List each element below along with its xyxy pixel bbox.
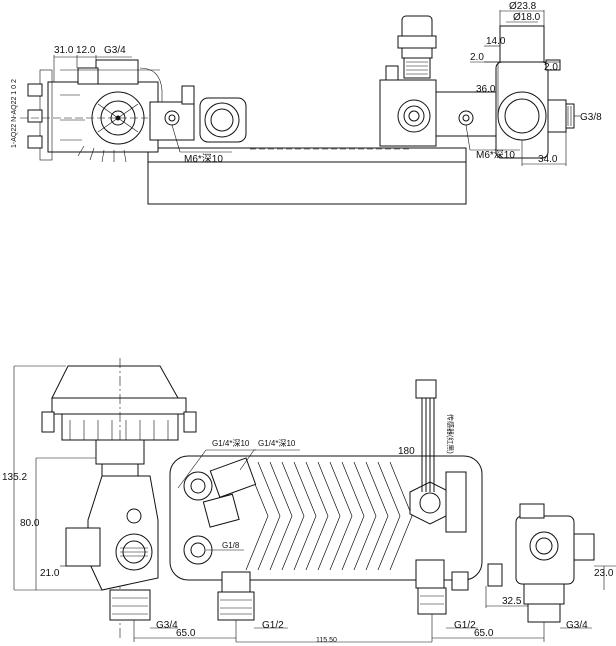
dim-34-label: 34.0 <box>538 154 558 165</box>
bottom-view: 传感器(红黑) 135.2 80.0 21.0 23.0 180 <box>2 358 616 644</box>
dim-2a-label: 2.0 <box>470 52 484 63</box>
top-right-view: Ø23.8 Ø18.0 14.0 2.0 2.0 36.0 G3/8 34.0 … <box>379 1 602 166</box>
dim-65b-label: 65.0 <box>474 628 494 639</box>
dim-65a-label: 65.0 <box>176 628 196 639</box>
dim-2b-label: 2.0 <box>544 62 558 73</box>
bolt-right-label: M6*深10 <box>476 149 515 161</box>
dim-31-label: 31.0 <box>54 45 74 56</box>
bolt-left-label: M6*深10 <box>184 153 223 165</box>
thread-g12a-label: G1/2 <box>262 620 284 631</box>
right-valve-body <box>379 79 437 147</box>
thread-g12b-label: G1/2 <box>454 620 476 631</box>
dim-11550-label: 115.50 <box>316 637 337 644</box>
dim-180-label: 180 <box>398 446 415 457</box>
valve-body <box>47 81 159 153</box>
dim-135-label: 135.2 <box>2 472 27 483</box>
thread-g14b-label: G1/4*深10 <box>258 439 296 448</box>
base-plate <box>147 147 467 205</box>
thread-g34a-label: G3/4 <box>156 620 178 631</box>
thread-g34b-label: G3/4 <box>566 620 588 631</box>
dim-36-label: 36.0 <box>476 84 496 95</box>
thread-g14a-label: G1/4*深10 <box>212 439 250 448</box>
thread-g18-label: G1/8 <box>222 541 240 550</box>
dim-325-label: 32.5 <box>502 596 522 607</box>
dim-12-label: 12.0 <box>76 45 96 56</box>
dim-14-label: 14.0 <box>486 36 506 47</box>
actuator-head <box>51 365 179 399</box>
dim-d238-label: Ø23.8 <box>509 1 537 12</box>
dim-23-label: 23.0 <box>594 568 614 579</box>
right-bottom-valve <box>515 515 575 585</box>
dim-80-label: 80.0 <box>20 518 40 529</box>
wire-label: 传感器(红黑) <box>446 414 455 454</box>
top-left-view: 31.0 12.0 G3/4 1-AQ22 N-AQ22 1 0 2 M6*深1… <box>11 45 467 205</box>
dim-21-label: 21.0 <box>40 568 60 579</box>
dim-d180-label: Ø18.0 <box>513 12 541 23</box>
thread-g38-label: G3/8 <box>580 112 602 123</box>
thread-g34-label: G3/4 <box>104 45 126 56</box>
bottom-valve-body <box>87 475 159 591</box>
side-terminal-label: 1-AQ22 N-AQ22 1 0 2 <box>11 79 18 148</box>
